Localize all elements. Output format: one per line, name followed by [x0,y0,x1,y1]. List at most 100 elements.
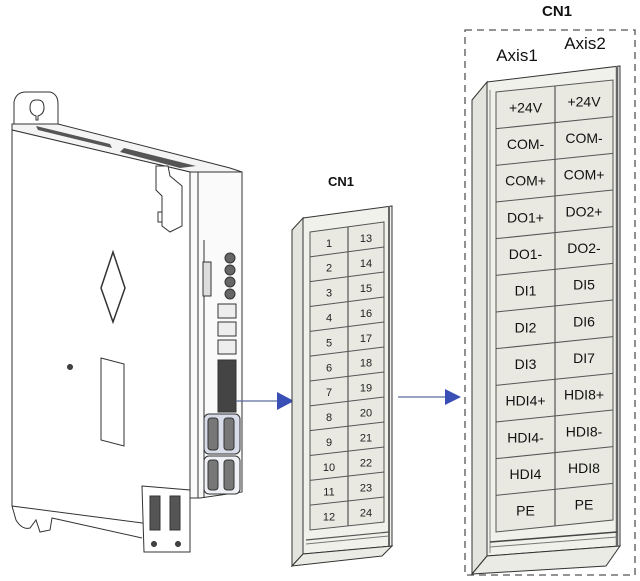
top-vent-2 [120,148,196,168]
cn1-large-signal-row-divider [495,189,614,203]
cn1-small-pin-left-cell: 5 [326,337,332,349]
cn1-large-signal-left-cell: HDI4 [510,466,542,482]
cn1-large-signal-right-cell: DO2+ [566,203,603,219]
cn1-small-pin-row-divider [309,321,385,332]
diamond-logo [100,249,126,325]
cn1-large-signal-row-divider [495,116,614,130]
cn1-small-pin-left-cell: 12 [323,512,335,524]
cn1-large-signal-left-cell: DO1+ [507,209,544,225]
rotary-switches [224,252,236,300]
dashed-boundary [464,29,636,576]
cn1-small-pin-left-cell: 7 [326,387,332,399]
cn1-small-pin-right-cell: 20 [360,408,372,420]
cn1-small-pin-right-cell: 15 [360,283,372,295]
cn1-small-pin-left-cell: 10 [323,462,335,474]
axis1-label: Axis1 [496,46,538,65]
cn1-small-pin-left-cell: 2 [326,263,332,275]
cn1-large-signal-row-divider [495,262,614,276]
cn1-large-signal-row-divider [495,226,614,240]
arrow-head-2 [445,389,461,405]
cn1-small-pin-left-cell: 3 [326,288,332,300]
axis2-label: Axis2 [564,34,606,53]
cn1-small-pin-right-cell: 24 [360,507,372,519]
cn1-large-signal-row-divider [495,409,614,423]
cn1-small-pin-left-cell: 9 [326,437,332,449]
cn1-small-pin-row-divider [309,396,385,407]
cn1-small-pin-right-cell: 14 [360,258,372,270]
cn1-large-signal-right-cell: HDI8 [568,460,600,476]
cn1-large-signal-right-cell: COM- [565,130,603,146]
cn1-small-pin-left-cell: 6 [326,362,332,374]
cn1-large-signal-left-cell: DI1 [515,283,537,299]
cn1-large-signal-right-cell: PE [575,497,594,513]
ethernet-port-2 [217,321,237,337]
cn1-small-pin-row-divider [309,496,385,506]
bottom-terminal-bracket [141,485,191,553]
cn1-large-signal-left-cell: HDI4+ [505,393,545,409]
cn1-small-pin-left-cell: 4 [326,312,332,324]
cn1-large-signal-right-cell: DI5 [573,277,595,293]
cn1-large-signal-row-divider [495,152,614,166]
cn1-small-pin-right-cell: 22 [360,458,372,470]
cn1-large-signal-right-cell: HDI8- [566,423,603,439]
cn1-large-signal-grid: +24V+24VCOM-COM-COM+COM+DO1+DO2+DO1-DO2-… [495,79,614,533]
cn1-large-signal-row-divider [495,336,614,350]
cn1-large-title: CN1 [542,3,572,20]
cn1-large-signal-left-cell: DI3 [515,356,537,372]
display-panel [202,261,212,297]
cn1-small-side [291,216,304,568]
ethernet-port-3 [217,339,237,355]
cn1-small-pin-row-divider [309,421,385,432]
arrow-head-1 [277,392,294,410]
cn1-small-pin-left-cell: 8 [326,412,332,424]
cn1-large-signal-left-cell: HDI4- [507,429,544,445]
cn1-large-signal-right-cell: COM+ [564,167,605,183]
arrow-cn1-to-signals [398,389,461,405]
cn1-large-signal-left-cell: COM+ [505,173,546,189]
cn1-large-signal-left-cell: +24V [509,99,543,115]
cn1-large-signal-row-divider [495,372,614,386]
cn1-small-pin-right-cell: 18 [360,358,372,370]
arrow-drive-to-cn1 [236,392,294,410]
cn1-large-signal-left-cell: COM- [507,136,545,152]
cn1-small-pin-right-cell: 13 [360,233,372,245]
cn1-small-pin-left-cell: 11 [323,487,334,499]
cn1-signal-connector: CN1 Axis1 Axis2 +24V +24V COM- COM- COM+ COM+… [464,3,636,576]
cn1-small-pin-row-divider [309,446,385,456]
servo-drive [11,91,243,553]
cn1-small-title: CN1 [328,174,354,189]
cn1-small-pin-row-divider [309,471,385,481]
cn1-large-signal-right-cell: +24V [567,93,601,109]
cn1-large-side [471,80,488,576]
cn1-small-pin-row-divider [309,296,385,307]
cn1-small-bottom [290,545,394,567]
cn1-small-pin-row-divider [309,346,385,357]
cn1-large-signal-right-cell: DI6 [573,313,595,329]
cn1-large-signal-left-cell: DI2 [515,319,537,335]
cn1-small-pin-right-cell: 19 [360,383,372,395]
ethernet-port-1 [217,303,237,319]
mounting-tab-bottom [11,505,143,539]
cn1-large-signal-left-cell: DO1- [509,246,543,262]
cn1-large-signal-row-divider [495,446,614,460]
cn1-terminal-block [217,359,237,413]
cn1-small-pin-right-cell: 23 [360,483,372,495]
label-plate [100,357,125,447]
cn1-small-pin-row-divider [309,271,385,283]
keyhole-slot [29,99,45,121]
cn1-small-pin-right-cell: 16 [360,308,372,320]
top-vent-1 [36,126,112,148]
cn1-small-pin-row-divider [309,246,385,258]
cn1-large-signal-right-cell: HDI8+ [564,387,604,403]
cn1-small-pin-left-cell: 1 [326,238,332,250]
cn1-large-signal-left-cell: PE [516,503,535,519]
cn1-large-signal-row-divider [495,482,614,496]
screw-hole [67,364,73,370]
cn1-large-bottom [470,545,622,575]
cn1-large-signal-row-divider [495,299,614,313]
cn1-large-signal-right-cell: DI7 [573,350,595,366]
cn1-small-pin-right-cell: 21 [360,433,372,445]
cn1-small-pin-row-divider [309,371,385,382]
